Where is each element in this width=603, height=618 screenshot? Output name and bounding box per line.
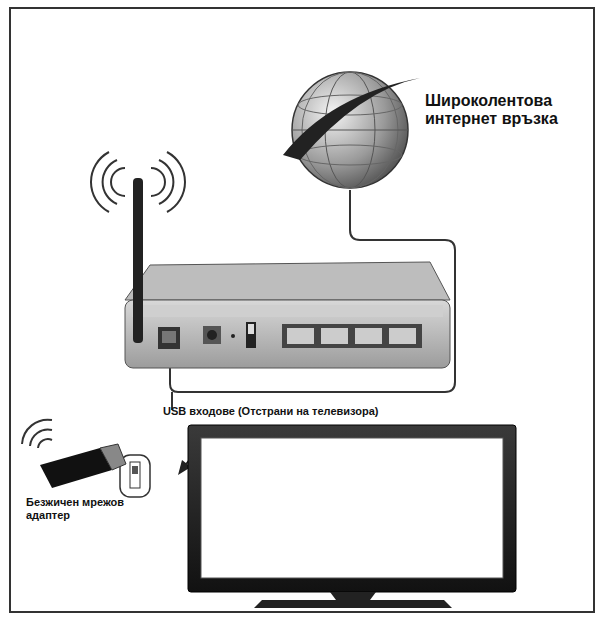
wireless-adapter — [22, 420, 126, 488]
globe-icon — [283, 72, 420, 188]
internet-label: Широколентова интернет връзка — [425, 92, 585, 129]
usb-label: USB входове (Отстрани на телевизора) — [163, 405, 463, 418]
wifi-router — [91, 152, 450, 368]
television — [188, 425, 516, 608]
frame — [10, 8, 594, 612]
adapter-label: Безжичен мрежов адаптер — [26, 496, 126, 521]
